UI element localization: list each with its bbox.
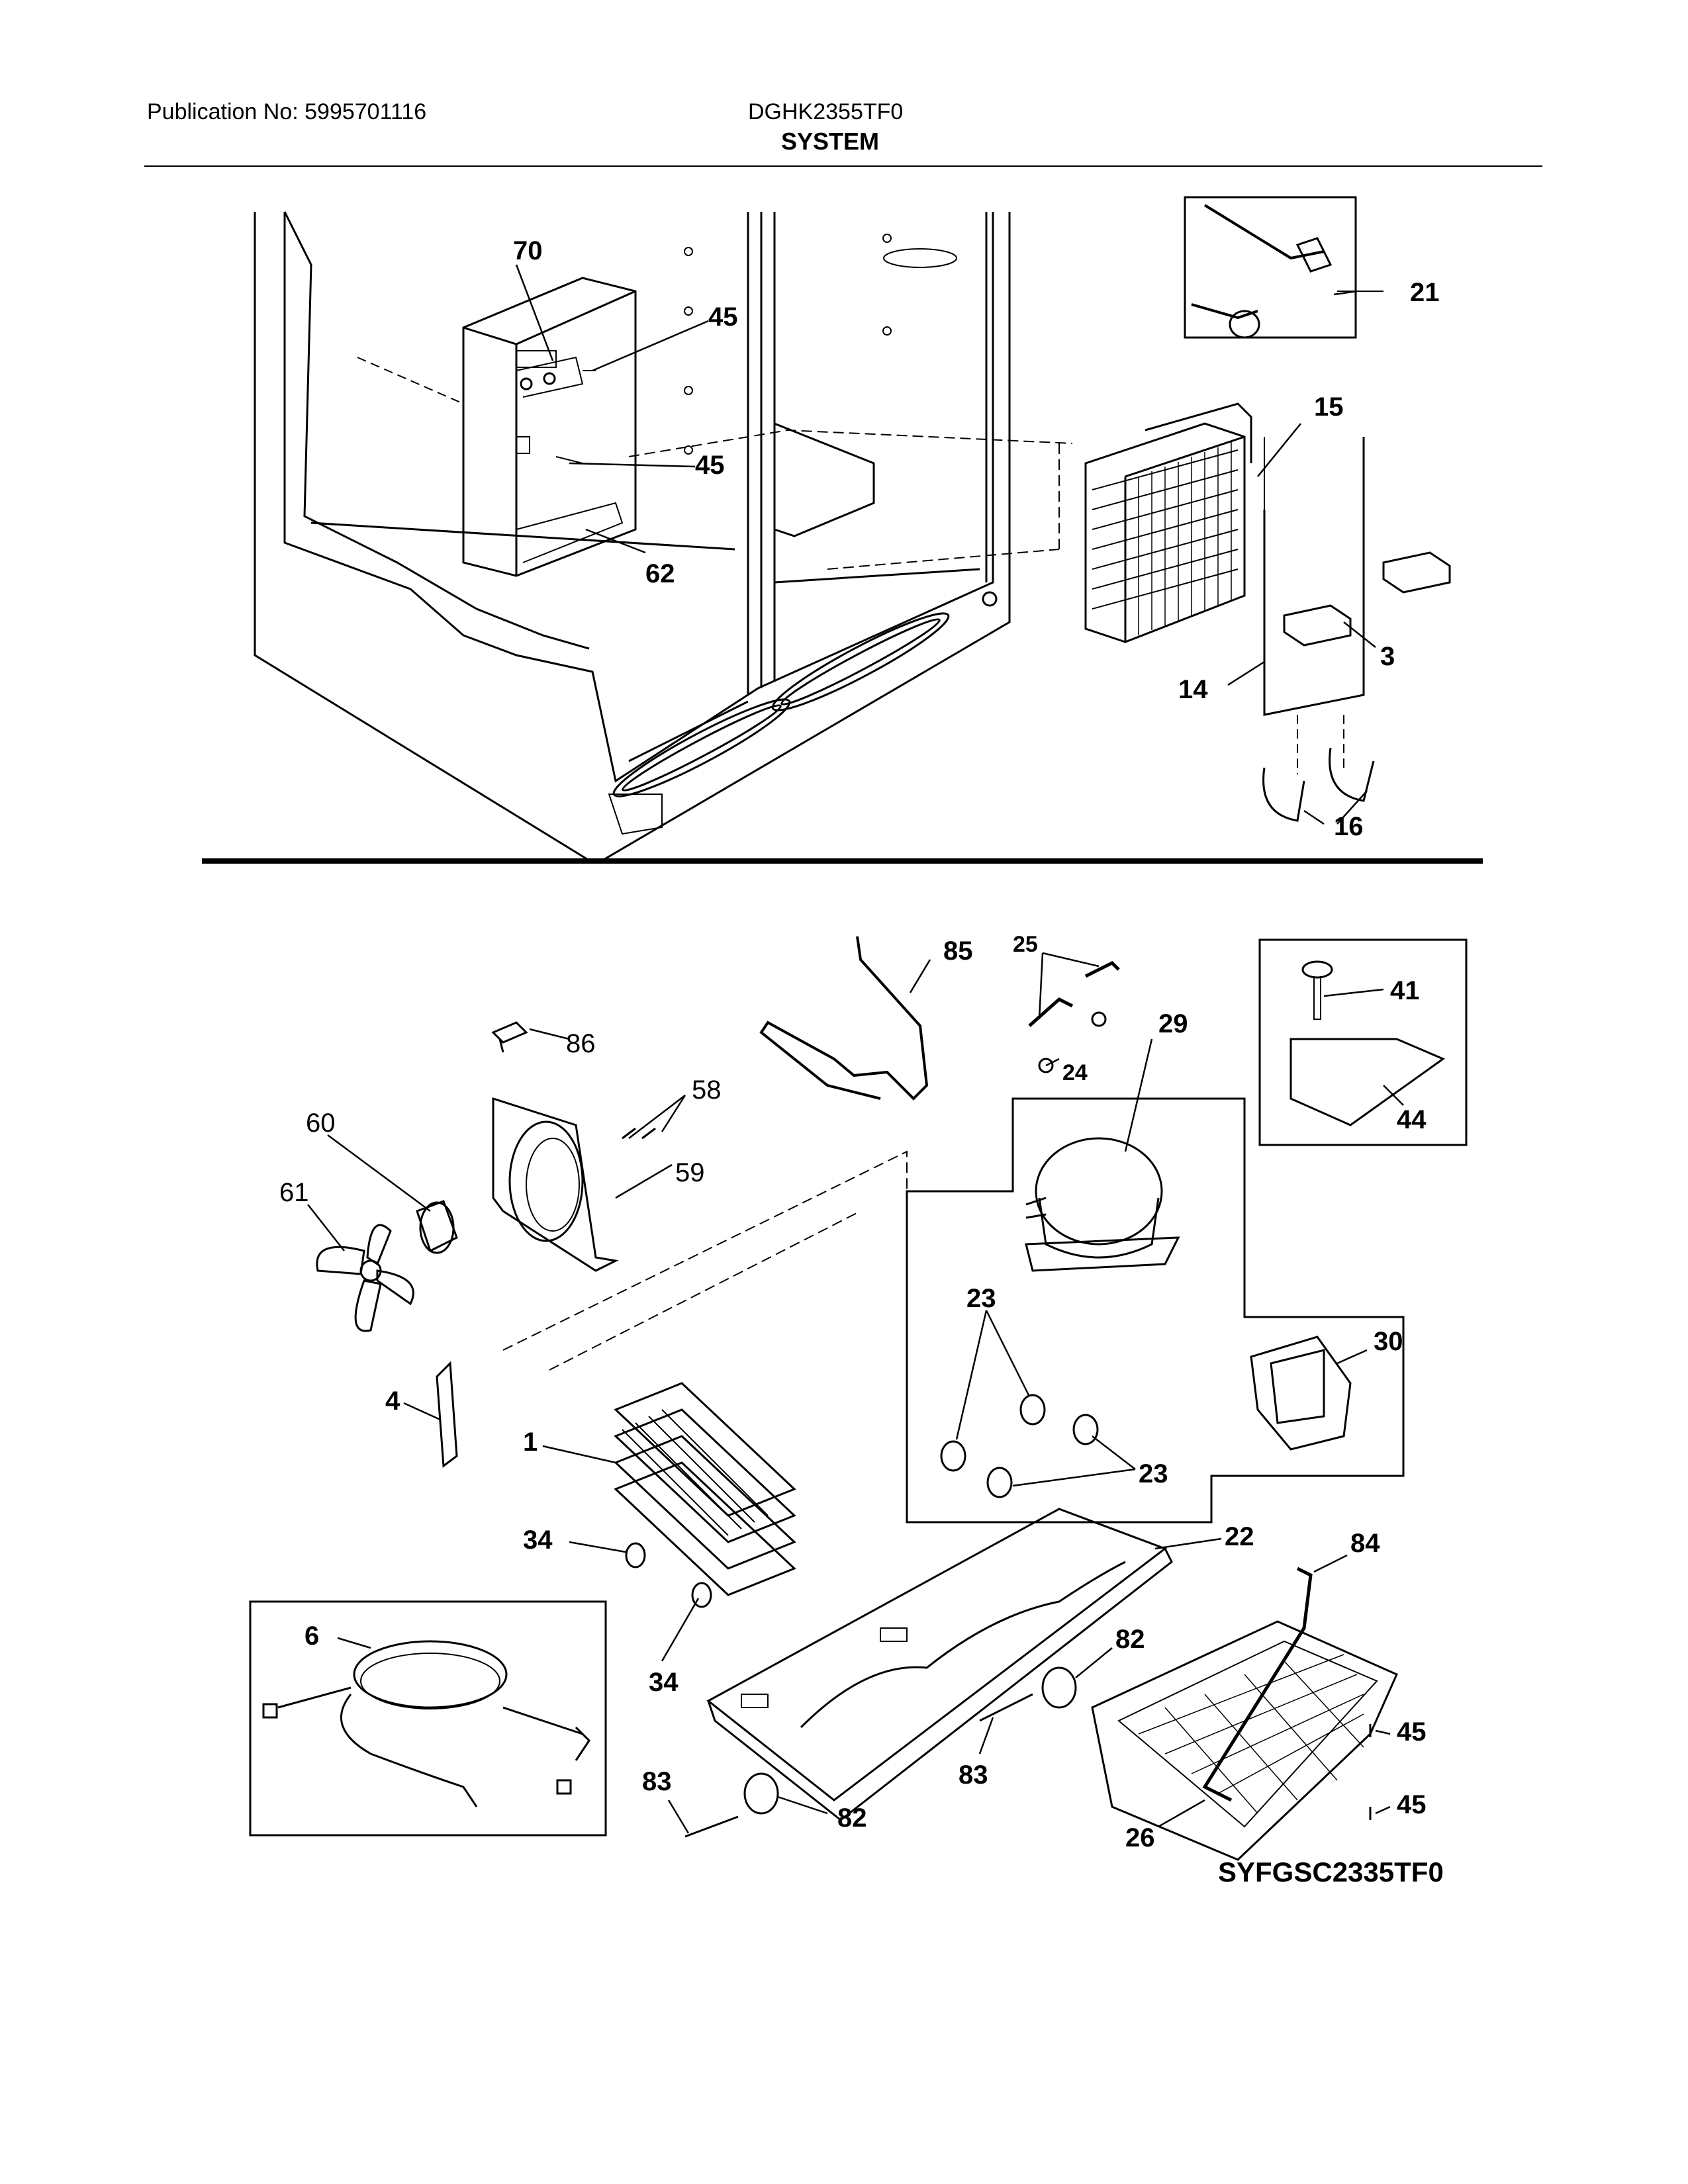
callout-59: 59 bbox=[675, 1158, 705, 1187]
wire-85 bbox=[759, 936, 929, 1101]
callout-29: 29 bbox=[1158, 1009, 1188, 1038]
bracket-44 bbox=[1289, 1038, 1446, 1126]
callout-61: 61 bbox=[279, 1178, 309, 1207]
callout-34-lower: 34 bbox=[649, 1668, 679, 1697]
model-number: DGHK2355TF0 bbox=[748, 99, 904, 124]
grommet-34a bbox=[625, 1542, 646, 1569]
callout-4: 4 bbox=[385, 1387, 400, 1416]
ice-container-62 bbox=[462, 277, 637, 577]
drain-tube-21 bbox=[1191, 204, 1333, 339]
callout-15: 15 bbox=[1314, 392, 1344, 422]
clip-25 bbox=[1028, 960, 1120, 1073]
drain-pan-26 bbox=[1091, 1620, 1398, 1861]
fan-shroud-59 bbox=[492, 1097, 619, 1272]
callout-45-pan-lower: 45 bbox=[1397, 1790, 1427, 1819]
callout-84: 84 bbox=[1350, 1529, 1380, 1558]
section-divider bbox=[202, 858, 1483, 864]
callout-83-right: 83 bbox=[959, 1760, 988, 1790]
grommet-34b bbox=[691, 1582, 712, 1608]
callout-70: 70 bbox=[513, 236, 543, 265]
callout-14: 14 bbox=[1178, 675, 1208, 704]
fan-blade-61 bbox=[316, 1224, 414, 1332]
screw-83 bbox=[684, 1693, 1033, 1838]
callout-26: 26 bbox=[1125, 1823, 1155, 1852]
callout-24: 24 bbox=[1062, 1060, 1088, 1085]
leader-lines bbox=[307, 264, 1404, 1834]
screw-41 bbox=[1301, 960, 1333, 1020]
publication-number: Publication No: 5995701116 bbox=[147, 99, 427, 124]
bracket-86 bbox=[491, 1021, 528, 1053]
callout-82-left: 82 bbox=[837, 1803, 867, 1833]
grommets-23 bbox=[940, 1394, 1099, 1498]
power-cord-6 bbox=[262, 1640, 590, 1807]
callout-60: 60 bbox=[306, 1109, 336, 1138]
header-rule bbox=[144, 165, 1542, 167]
drier-4 bbox=[436, 1361, 458, 1468]
evaporator-coil-15 bbox=[1084, 402, 1252, 643]
callout-44: 44 bbox=[1397, 1105, 1427, 1134]
condenser-1 bbox=[614, 1382, 796, 1596]
diagram-code: SYFGSC2335TF0 bbox=[1218, 1856, 1444, 1888]
callout-23-upper: 23 bbox=[966, 1284, 996, 1313]
section-title: SYSTEM bbox=[781, 128, 880, 155]
callout-41: 41 bbox=[1390, 976, 1420, 1005]
callout-45-upper: 45 bbox=[708, 302, 738, 332]
callout-16: 16 bbox=[1334, 812, 1364, 841]
callout-86: 86 bbox=[566, 1029, 596, 1058]
callout-23-lower: 23 bbox=[1139, 1459, 1168, 1488]
callout-62: 62 bbox=[645, 559, 675, 588]
callout-6: 6 bbox=[305, 1621, 319, 1651]
heater-14 bbox=[1263, 437, 1365, 716]
insulator-3 bbox=[1283, 551, 1451, 647]
callout-45-pan-upper: 45 bbox=[1397, 1717, 1427, 1747]
bracket-70 bbox=[516, 356, 584, 398]
callout-85: 85 bbox=[943, 936, 973, 966]
callout-22: 22 bbox=[1225, 1522, 1254, 1551]
base-pan-22 bbox=[706, 1508, 1173, 1821]
inset-box-6 bbox=[249, 1600, 607, 1837]
screw-58 bbox=[622, 1127, 656, 1140]
inset-box-41 bbox=[1258, 938, 1468, 1146]
callout-82-right: 82 bbox=[1115, 1625, 1145, 1654]
compressor-29 bbox=[1025, 1137, 1180, 1272]
callout-34-upper: 34 bbox=[523, 1525, 553, 1555]
callout-83-left: 83 bbox=[642, 1767, 672, 1796]
clip-16 bbox=[1262, 747, 1375, 822]
fan-motor-60 bbox=[416, 1200, 458, 1254]
callout-58: 58 bbox=[692, 1075, 722, 1105]
callout-25: 25 bbox=[1013, 932, 1038, 957]
compressor-group-outline bbox=[906, 1097, 1405, 1524]
callout-45-lower: 45 bbox=[695, 451, 725, 480]
inset-box-21 bbox=[1184, 196, 1357, 339]
callout-21: 21 bbox=[1410, 278, 1440, 307]
cabinet-liner bbox=[254, 211, 1011, 862]
callout-1: 1 bbox=[523, 1428, 538, 1457]
foot-82 bbox=[743, 1666, 1077, 1815]
drain-tube-84 bbox=[1202, 1567, 1313, 1802]
relay-30 bbox=[1250, 1336, 1352, 1451]
callout-30: 30 bbox=[1374, 1327, 1403, 1356]
callout-3: 3 bbox=[1380, 642, 1395, 671]
